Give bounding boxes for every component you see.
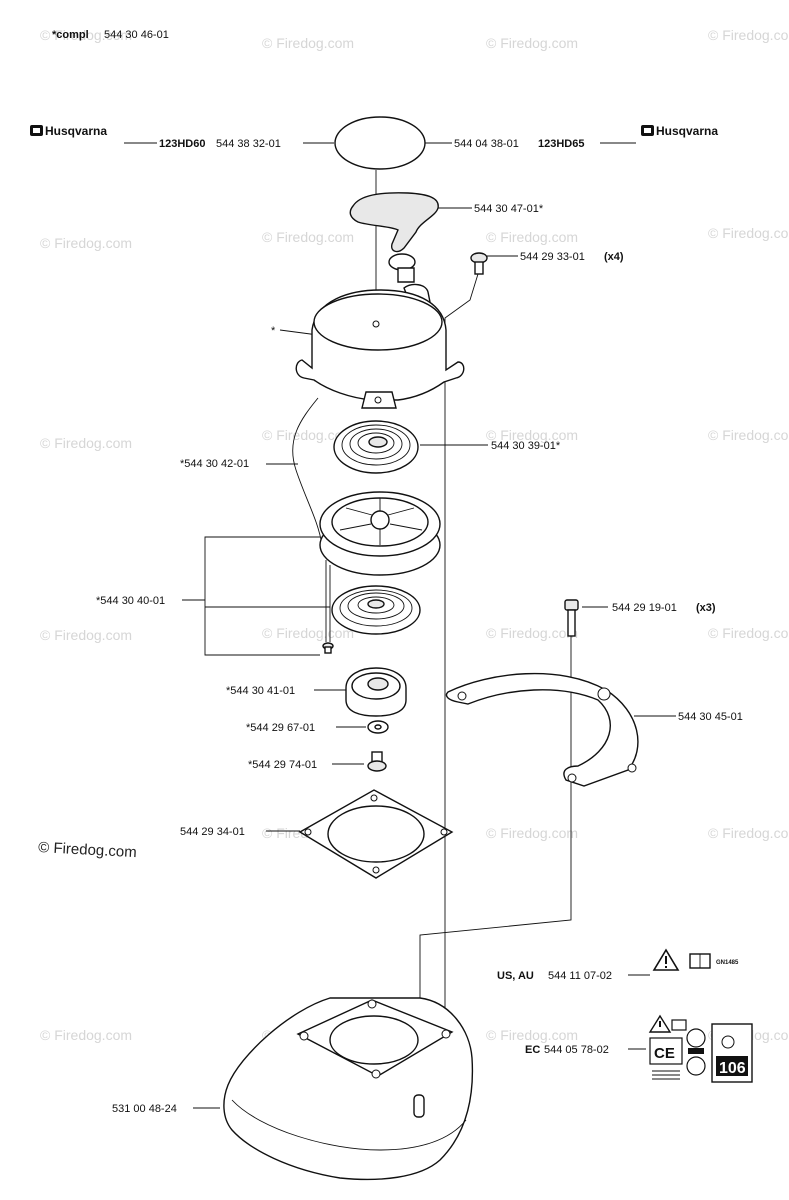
watermark: © Firedog.com	[262, 427, 354, 443]
manual-book-icon	[689, 953, 711, 969]
firedog-copyright: © Firedog.com	[38, 839, 137, 861]
watermark: © Firedog.com	[40, 435, 132, 451]
watermark: © Firedog.com	[262, 35, 354, 51]
screw-top	[470, 252, 488, 275]
manual-book-icon	[671, 1019, 687, 1031]
compl-header: *compl 544 30 46-01	[52, 29, 169, 41]
washer	[367, 720, 389, 734]
label-ec-prefix: EC	[525, 1044, 540, 1056]
watermark: © Firedog.com	[708, 225, 789, 241]
watermark: © Firedog.com	[708, 825, 789, 841]
label-hub: *544 30 41-01	[226, 685, 295, 697]
decal-disc	[334, 116, 426, 170]
label-screw-top-number: 544 29 33-01	[520, 251, 585, 263]
husqvarna-crown-icon	[641, 125, 654, 136]
ec-decal: CE 106	[648, 1014, 753, 1083]
certification-mark-icon	[686, 1028, 706, 1076]
label-decal-left-model: 123HD60	[159, 138, 205, 150]
watermark: © Firedog.com	[262, 625, 354, 641]
decibel-label-icon: 106	[711, 1023, 753, 1083]
pulley-spring	[331, 585, 421, 635]
ce-mark-text: CE	[654, 1045, 675, 1062]
watermark: © Firedog.com	[40, 235, 132, 251]
guard-plate	[445, 672, 639, 787]
label-pulley-assy: *544 30 40-01	[96, 595, 165, 607]
us-decal-icons: GN1485	[652, 948, 739, 971]
starter-hub	[345, 667, 407, 717]
watermark: © Firedog.com	[40, 27, 132, 43]
ce-mark-icon: CE	[649, 1037, 683, 1065]
watermark: © Firedog.com	[486, 35, 578, 51]
label-bolt: *544 29 74-01	[248, 759, 317, 771]
husqvarna-logo-left: Husqvarna	[30, 124, 107, 138]
label-housing: *	[271, 325, 276, 337]
label-decal-left-number: 544 38 32-01	[216, 138, 281, 150]
screw-right	[564, 599, 579, 637]
husqvarna-crown-icon	[30, 125, 43, 136]
decibel-value: 106	[719, 1060, 746, 1077]
label-decal-right-model: 123HD65	[538, 138, 584, 150]
watermark: © Firedog.com	[708, 625, 789, 641]
warning-triangle-icon	[652, 948, 680, 971]
watermark: © Firedog.com	[486, 1027, 578, 1043]
starter-housing	[295, 289, 465, 409]
label-gasket: 544 29 34-01	[180, 826, 245, 838]
label-washer: *544 29 67-01	[246, 722, 315, 734]
watermark: © Firedog.com	[708, 27, 789, 43]
watermark: © Firedog.com	[486, 825, 578, 841]
label-decal-right-number: 544 04 38-01	[454, 138, 519, 150]
pulley-screw	[322, 642, 334, 654]
label-screw-right-qty: (x3)	[696, 602, 716, 614]
compl-number: 544 30 46-01	[104, 29, 169, 41]
label-screw-top-qty: (x4)	[604, 251, 624, 263]
label-fan-cover: 531 00 48-24	[112, 1103, 177, 1115]
us-decal-code: GN1485	[716, 960, 739, 966]
label-spring: 544 30 39-01*	[491, 440, 561, 452]
brand-name: Husqvarna	[656, 124, 718, 138]
label-handle: 544 30 47-01*	[474, 203, 544, 215]
watermark: © Firedog.com	[40, 627, 132, 643]
warning-triangle-icon	[648, 1014, 672, 1033]
part-labels: 123HD60 544 38 32-01 544 04 38-01 123HD6…	[96, 138, 743, 1115]
rope-pulley	[319, 491, 441, 576]
label-screw-right-number: 544 29 19-01	[612, 602, 677, 614]
label-us-prefix: US, AU	[497, 970, 534, 982]
label-ec-number: 544 05 78-02	[544, 1044, 609, 1056]
watermark: © Firedog.com	[40, 1027, 132, 1043]
compl-label: *compl	[52, 29, 89, 41]
watermark: © Firedog.com	[486, 427, 578, 443]
recoil-spring	[333, 420, 419, 474]
hub-bolt	[367, 751, 387, 772]
fan-cover	[223, 997, 474, 1181]
watermark: © Firedog.com	[486, 625, 578, 641]
husqvarna-logo-right: Husqvarna	[641, 124, 718, 138]
gasket	[298, 789, 454, 879]
fine-print-block	[650, 1068, 682, 1082]
watermark: © Firedog.com	[708, 427, 789, 443]
watermark: © Firedog.com	[486, 229, 578, 245]
label-rope: *544 30 42-01	[180, 458, 249, 470]
brand-name: Husqvarna	[45, 124, 107, 138]
label-us-number: 544 11 07-02	[548, 970, 612, 982]
label-guard: 544 30 45-01	[678, 711, 743, 723]
watermark: © Firedog.com	[262, 229, 354, 245]
